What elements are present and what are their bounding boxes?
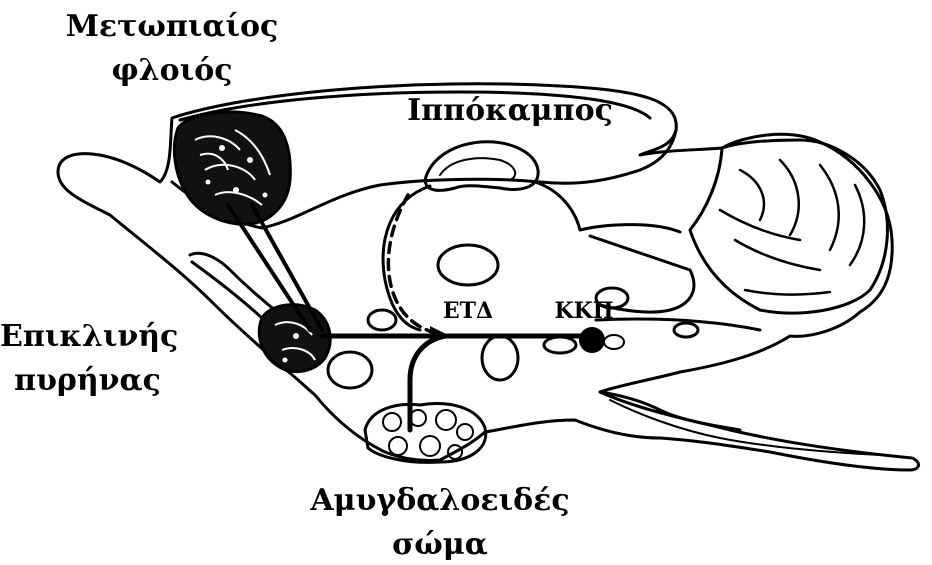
nucleus-accumbens-blob bbox=[259, 305, 330, 372]
cerebellum-outline bbox=[690, 140, 887, 313]
accumbens-label-line2: πυρήνας bbox=[0, 364, 175, 398]
brainstem-upper bbox=[535, 182, 680, 232]
frontal-cortex-blob bbox=[174, 112, 290, 224]
amygdala-outline bbox=[365, 404, 486, 463]
hippocampus-inner bbox=[440, 158, 515, 180]
amygdala-cell-1 bbox=[383, 413, 401, 431]
frontal-cortex-label-line1: Μετωπιαίος bbox=[62, 10, 282, 44]
amygdala-label-line2: σώμα bbox=[290, 528, 590, 562]
ventricle-2 bbox=[368, 310, 396, 330]
pathway-amygdala bbox=[410, 336, 445, 430]
hippocampus-label: Ιππόκαμπος bbox=[400, 94, 620, 128]
thalamus-contour bbox=[383, 186, 430, 330]
amygdala-cell-4 bbox=[457, 424, 473, 440]
ppt-node bbox=[579, 327, 605, 353]
ppt-label: ΚΚΠ bbox=[544, 298, 624, 324]
amygdala-cell-3 bbox=[436, 410, 456, 430]
ventricle-6 bbox=[328, 352, 372, 388]
amygdala-cell-6 bbox=[420, 436, 440, 456]
frontal-cortex-label-line2: φλοιός bbox=[62, 54, 282, 88]
ventricle-7 bbox=[544, 337, 576, 353]
cerebellum-folia bbox=[720, 160, 864, 294]
ventricle-1 bbox=[438, 245, 498, 285]
amygdala-cell-5 bbox=[389, 437, 407, 455]
vta-label: ΕΤΔ bbox=[428, 298, 508, 324]
ventricle-5 bbox=[674, 323, 698, 337]
ppt-node-edge bbox=[604, 335, 624, 349]
amygdala-label-line1: Αμυγδαλοειδές bbox=[290, 484, 590, 518]
hippocampus-shape bbox=[425, 142, 538, 191]
ventricle-3 bbox=[482, 336, 518, 380]
accumbens-label-line1: Επικλινής bbox=[0, 320, 175, 354]
